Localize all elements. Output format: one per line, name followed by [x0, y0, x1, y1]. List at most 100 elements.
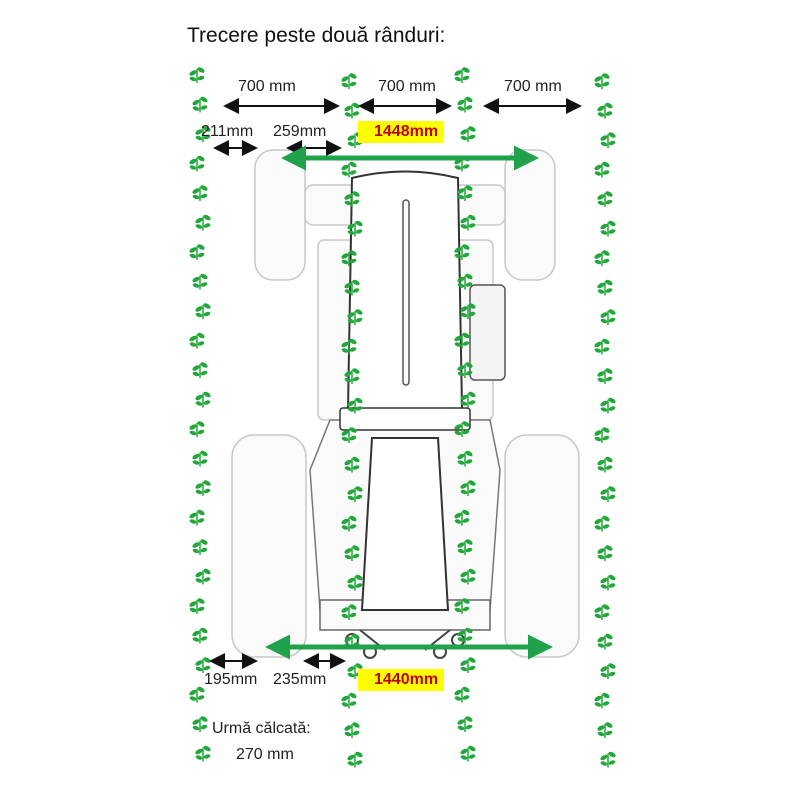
rear-inner-gap: 235mm [273, 671, 327, 688]
plant-icon [594, 692, 610, 709]
plant-icon [460, 126, 476, 142]
plant-icon [600, 309, 616, 325]
plant-icon [344, 368, 360, 384]
plant-icon [195, 391, 211, 408]
plant-icon [460, 303, 476, 319]
diagram-title: Trecere peste două rânduri: [187, 24, 446, 47]
plant-icon [347, 220, 363, 237]
plant-icon [600, 663, 616, 679]
plant-icon [344, 722, 360, 738]
row-spacing-label: 700 mm [504, 78, 562, 95]
plant-icon [594, 604, 610, 620]
plant-icon [594, 515, 610, 532]
plant-icon [460, 657, 476, 673]
plant-icon [454, 421, 470, 437]
plant-icon [454, 686, 470, 703]
plant-icon [454, 332, 470, 349]
plant-icon [192, 273, 208, 290]
plant-icon [597, 102, 613, 119]
plant-icon [454, 598, 470, 614]
front-track-label: 1448mm [358, 121, 445, 143]
plant-icon [597, 545, 613, 561]
plant-icon [454, 67, 470, 83]
plant-icon [597, 722, 613, 738]
plant-icon [344, 191, 360, 207]
plant-icon [457, 273, 473, 290]
plant-icon [195, 480, 211, 496]
plant-icon [341, 338, 357, 355]
plant-icon [460, 391, 476, 408]
plant-icon [341, 604, 357, 620]
plant-icon [457, 96, 473, 113]
plant-icon [189, 155, 205, 172]
plant-icon [594, 427, 610, 443]
plant-icon [192, 362, 208, 378]
row-spacing-label: 700 mm [238, 78, 296, 95]
plant-icon [341, 515, 357, 532]
plant-icon [457, 716, 473, 732]
plant-icon [189, 686, 205, 703]
plant-icon [347, 574, 363, 591]
plant-icon [341, 692, 357, 709]
plant-icon [457, 362, 473, 378]
front-inner-gap: 259mm [273, 123, 327, 140]
plant-icon [594, 161, 610, 178]
plant-icon [347, 486, 363, 502]
front-right-wheel [504, 149, 556, 281]
plant-icon [460, 745, 476, 762]
plant-icon [195, 568, 211, 585]
plant-icon [600, 574, 616, 591]
plant-icon [195, 745, 211, 762]
plant-icon [347, 309, 363, 325]
tractor-outline [231, 149, 580, 659]
plant-icon [457, 185, 473, 201]
plant-icon [597, 279, 613, 296]
trampled-label: Urmă călcată: [212, 720, 311, 737]
plant-icon [597, 368, 613, 384]
plant-icon [460, 480, 476, 496]
trampled-value: 270 mm [236, 746, 294, 763]
row-spacing-label: 700 mm [378, 78, 436, 95]
plant-icon [454, 244, 470, 260]
plant-icon [597, 191, 613, 207]
plant-icon [189, 421, 205, 437]
plant-icon [460, 214, 476, 231]
plant-icon [341, 250, 357, 266]
plant-icon [344, 279, 360, 296]
plant-icon [460, 568, 476, 585]
front-left-wheel [254, 149, 306, 281]
plant-icon [457, 539, 473, 555]
plant-icon [195, 303, 211, 319]
plant-icon [192, 627, 208, 644]
plant-icon [600, 486, 616, 502]
plant-icon [600, 132, 616, 148]
plant-icon [192, 450, 208, 467]
plant-icon [597, 633, 613, 650]
plant-icon [454, 509, 470, 526]
rear-track-label: 1440mm [358, 669, 445, 691]
rear-left-wheel [231, 434, 307, 658]
plant-icon [341, 427, 357, 443]
rear-right-wheel [504, 434, 580, 658]
plant-icon [341, 161, 357, 178]
rear-left-gap: 195mm [204, 671, 258, 688]
plant-icon [597, 456, 613, 473]
plant-icon [195, 657, 211, 673]
plant-icon [192, 185, 208, 201]
plant-icon [344, 545, 360, 561]
plant-icon [600, 220, 616, 237]
plant-icon [192, 96, 208, 113]
plant-icon [347, 397, 363, 414]
plant-icon [344, 102, 360, 119]
plant-icon [600, 751, 616, 768]
plant-icon [192, 716, 208, 732]
plant-icon [189, 509, 205, 526]
plant-icon [594, 250, 610, 266]
plant-icon [594, 338, 610, 355]
plant-icon [347, 751, 363, 768]
plant-icon [189, 332, 205, 349]
plant-icon [341, 73, 357, 89]
plant-icon [344, 456, 360, 473]
